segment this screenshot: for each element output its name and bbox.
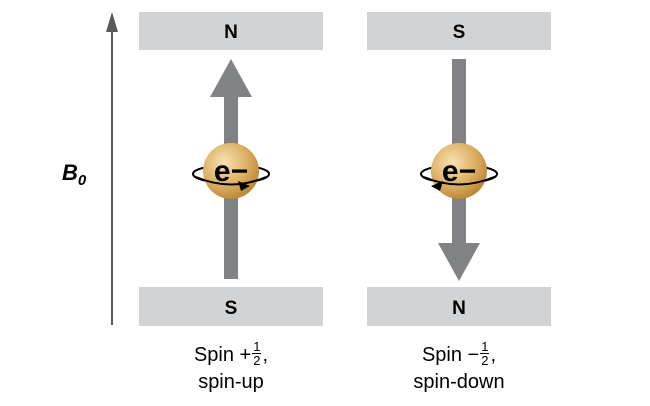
- field-axis-arrowhead: [106, 12, 118, 32]
- bottom-magnet-pole: [139, 287, 323, 326]
- top-magnet-pole: [139, 12, 323, 50]
- spin-orbit-arrow: [431, 181, 443, 191]
- electron-label: e−: [214, 155, 248, 188]
- spin-arrow-head: [438, 243, 480, 281]
- top-magnet-pole: [367, 12, 551, 50]
- electron-sphere: [431, 143, 487, 199]
- bottom-magnet-label: N: [452, 298, 466, 319]
- top-magnet-label: S: [453, 22, 466, 43]
- bottom-magnet-label: S: [225, 298, 238, 319]
- electron-label: e−: [442, 155, 476, 188]
- bottom-magnet-pole: [367, 287, 551, 326]
- spin-down-panel: S N e−: [367, 12, 551, 326]
- spin-orbit-front: [423, 176, 495, 186]
- spin-arrow-head: [210, 59, 252, 97]
- caption-line-2: spin-up: [198, 371, 264, 394]
- caption-line-2: spin-down: [413, 371, 505, 394]
- spin-orbit-arrow: [238, 181, 250, 191]
- spin-up-panel: N S e−: [139, 12, 323, 326]
- field-axis-label: B0: [62, 160, 87, 189]
- spin-orbit-front: [195, 176, 267, 186]
- top-magnet-label: N: [224, 22, 238, 43]
